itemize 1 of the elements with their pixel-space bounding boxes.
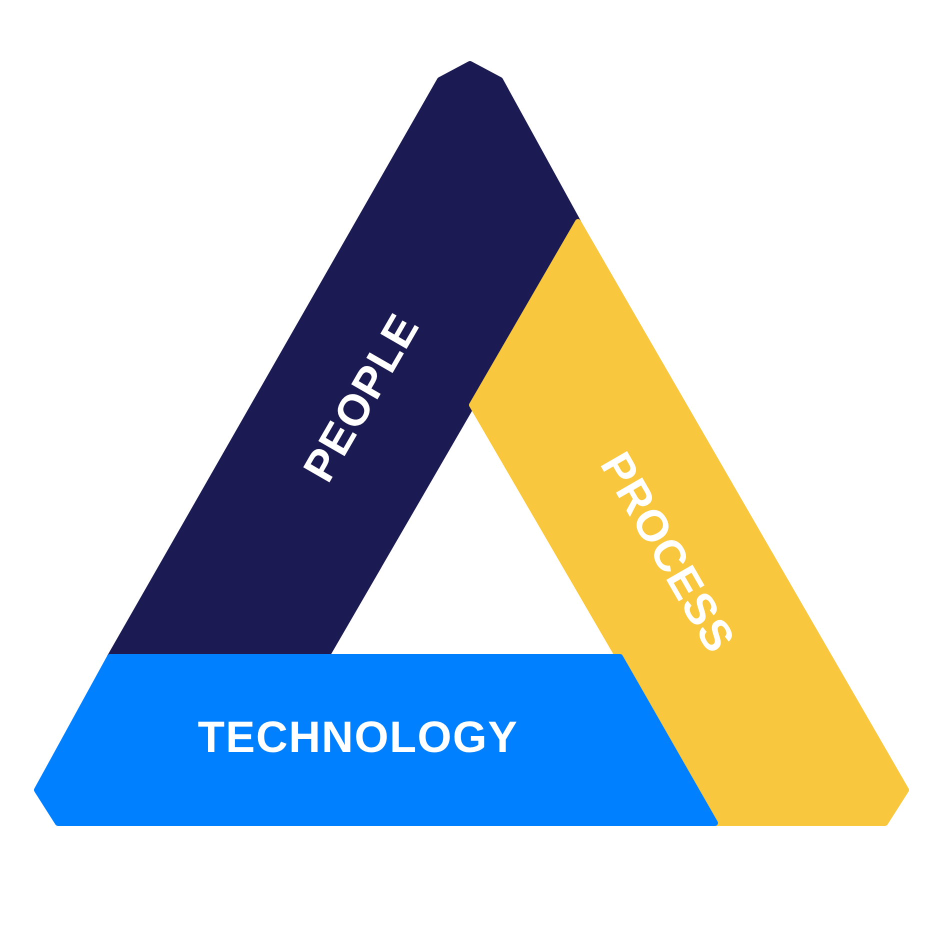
segment-label: TECHNOLOGY — [198, 716, 518, 760]
